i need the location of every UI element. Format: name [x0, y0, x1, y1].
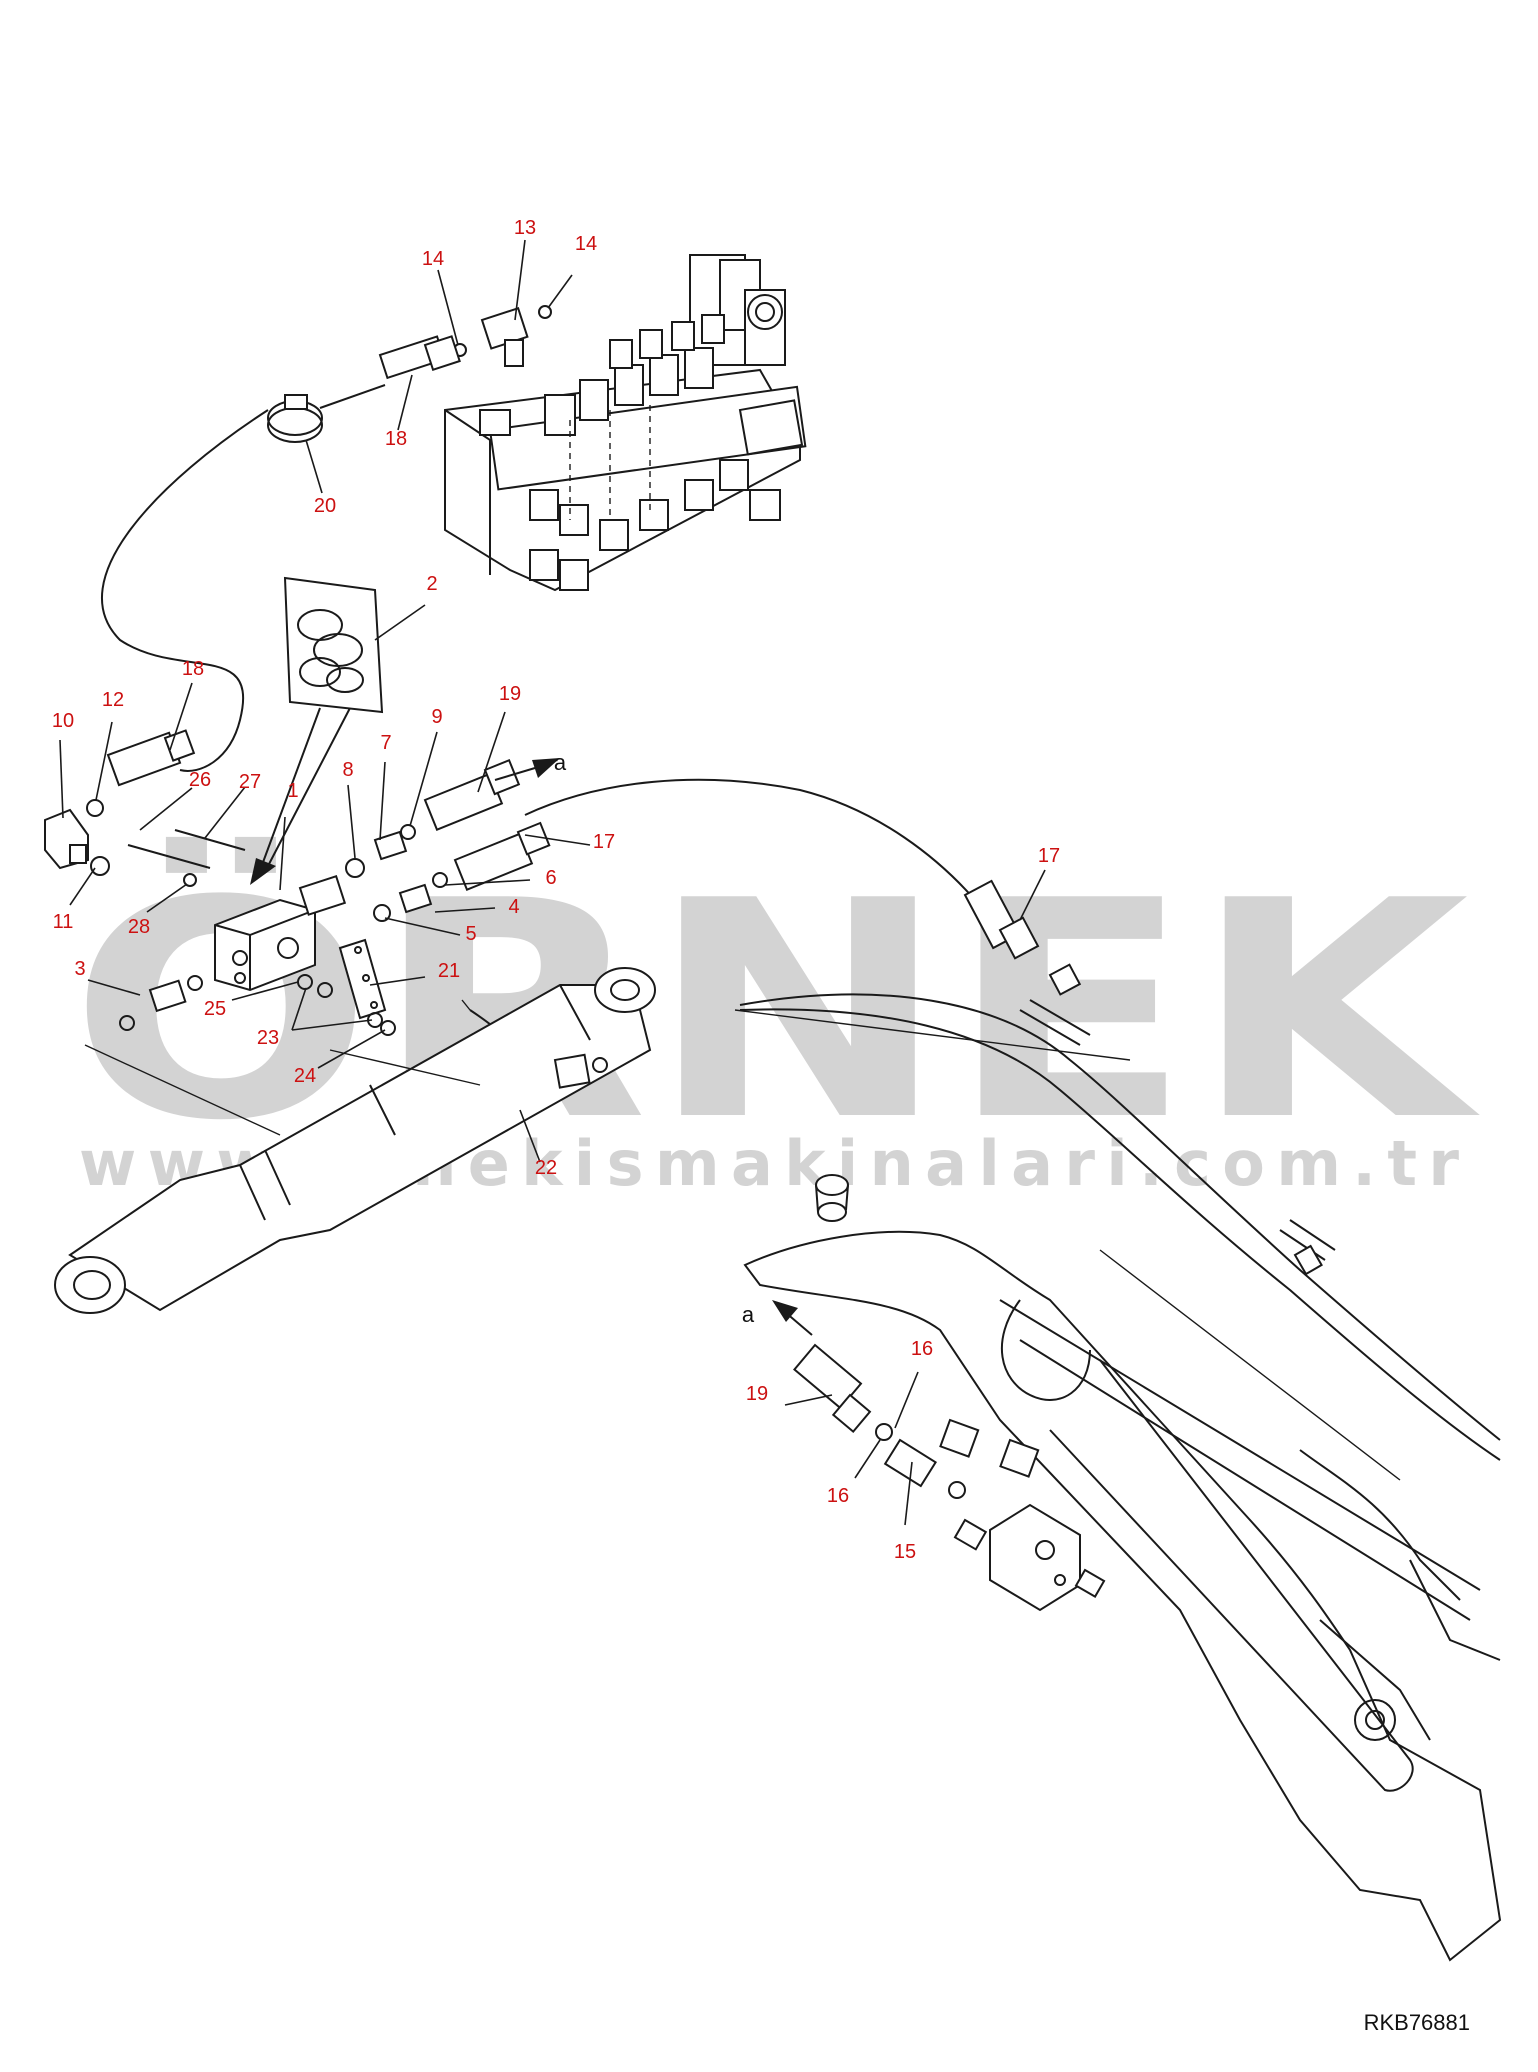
callout-16a: 16	[911, 1338, 933, 1360]
hose-fitting-17-lower	[963, 879, 1082, 996]
callout-19b: 19	[746, 1383, 768, 1405]
callout-19a: 19	[499, 683, 521, 705]
callout-22: 22	[535, 1157, 557, 1179]
washer	[317, 982, 333, 998]
callout-2: 2	[426, 573, 437, 595]
hose-clamp	[267, 394, 323, 443]
callout-4: 4	[508, 896, 519, 918]
fitting-7	[345, 830, 408, 878]
boom-structure	[743, 1230, 1502, 1962]
tee-fitting	[480, 306, 529, 367]
adapter-fitting-15	[875, 1423, 966, 1499]
bolt	[127, 844, 211, 869]
callout-9: 9	[431, 706, 442, 728]
fitting-3	[119, 975, 203, 1031]
arrow-a-upper-line	[494, 767, 536, 781]
reference-line	[84, 1044, 281, 1136]
callout-5: 5	[465, 923, 476, 945]
callout-24: 24	[294, 1065, 316, 1087]
spacer	[815, 1174, 849, 1222]
callout-27: 27	[239, 771, 261, 793]
boom-cylinder	[54, 967, 656, 1314]
callout-3: 3	[74, 958, 85, 980]
reference-line	[734, 1009, 1401, 1481]
callout-17a: 17	[593, 831, 615, 853]
mounting-plate	[338, 938, 387, 1020]
callout-1: 1	[287, 780, 298, 802]
hose-fitting-19-upper	[423, 758, 521, 831]
washer	[380, 1020, 396, 1036]
callout-13: 13	[514, 217, 536, 239]
callout-18b: 18	[385, 428, 407, 450]
valve-port-fitting	[298, 874, 347, 916]
arrow-a-lower-head	[772, 1300, 798, 1322]
bag-arrow	[261, 707, 321, 866]
leader-lines	[59, 239, 1046, 1526]
valve-spool-fittings	[479, 314, 804, 591]
callout-labels: 1 2 3 4 5 6 7 8 9 10 11 12 13 14 14 15 1…	[52, 217, 1060, 1563]
seal-kit-bag	[283, 576, 384, 714]
bag-arrowhead	[250, 858, 276, 885]
callout-12: 12	[102, 689, 124, 711]
callout-8: 8	[342, 759, 353, 781]
callout-14b: 14	[575, 233, 597, 255]
direction-label-upper: a	[554, 750, 567, 775]
washer	[183, 873, 197, 887]
direction-label-lower: a	[742, 1302, 755, 1327]
hose-fitting-19-lower	[793, 1343, 872, 1434]
pilot-hose-lower	[524, 778, 976, 901]
callout-7: 7	[380, 732, 391, 754]
o-ring	[400, 824, 416, 840]
bolt	[174, 829, 246, 851]
o-ring	[86, 799, 104, 817]
pilot-hose-upper	[100, 409, 269, 772]
callout-16b: 16	[827, 1485, 849, 1507]
elbow-fitting-10	[44, 808, 89, 870]
hose-burst-valve-lower	[953, 1503, 1106, 1612]
diagram-code: RKB76881	[1364, 2010, 1470, 2035]
callout-10: 10	[52, 710, 74, 732]
callout-11: 11	[53, 911, 74, 933]
hose-end-fitting	[378, 335, 461, 380]
callout-25: 25	[204, 998, 226, 1020]
callout-17b: 17	[1038, 845, 1060, 867]
callout-18a: 18	[182, 658, 204, 680]
control-valve-block	[444, 254, 807, 592]
callout-21: 21	[438, 960, 460, 982]
o-ring	[90, 856, 110, 876]
hose-burst-valve	[214, 898, 316, 992]
hose-fitting-18	[106, 729, 196, 787]
callout-20: 20	[314, 495, 336, 517]
callout-15: 15	[894, 1541, 916, 1563]
o-ring	[538, 305, 552, 319]
arrow-a-upper-head	[532, 758, 560, 778]
o-ring	[432, 872, 448, 888]
callout-6: 6	[545, 867, 556, 889]
pilot-hose-upper-top	[319, 384, 386, 409]
callout-28: 28	[128, 916, 150, 938]
fitting-4	[373, 883, 433, 922]
hose-fitting-17	[453, 821, 551, 891]
callout-14a: 14	[422, 248, 444, 270]
boom-hose-clamps	[1019, 999, 1336, 1276]
boom-hose	[739, 993, 1501, 1441]
callout-23: 23	[257, 1027, 279, 1049]
callout-26: 26	[189, 769, 211, 791]
reference-line	[329, 1049, 481, 1086]
